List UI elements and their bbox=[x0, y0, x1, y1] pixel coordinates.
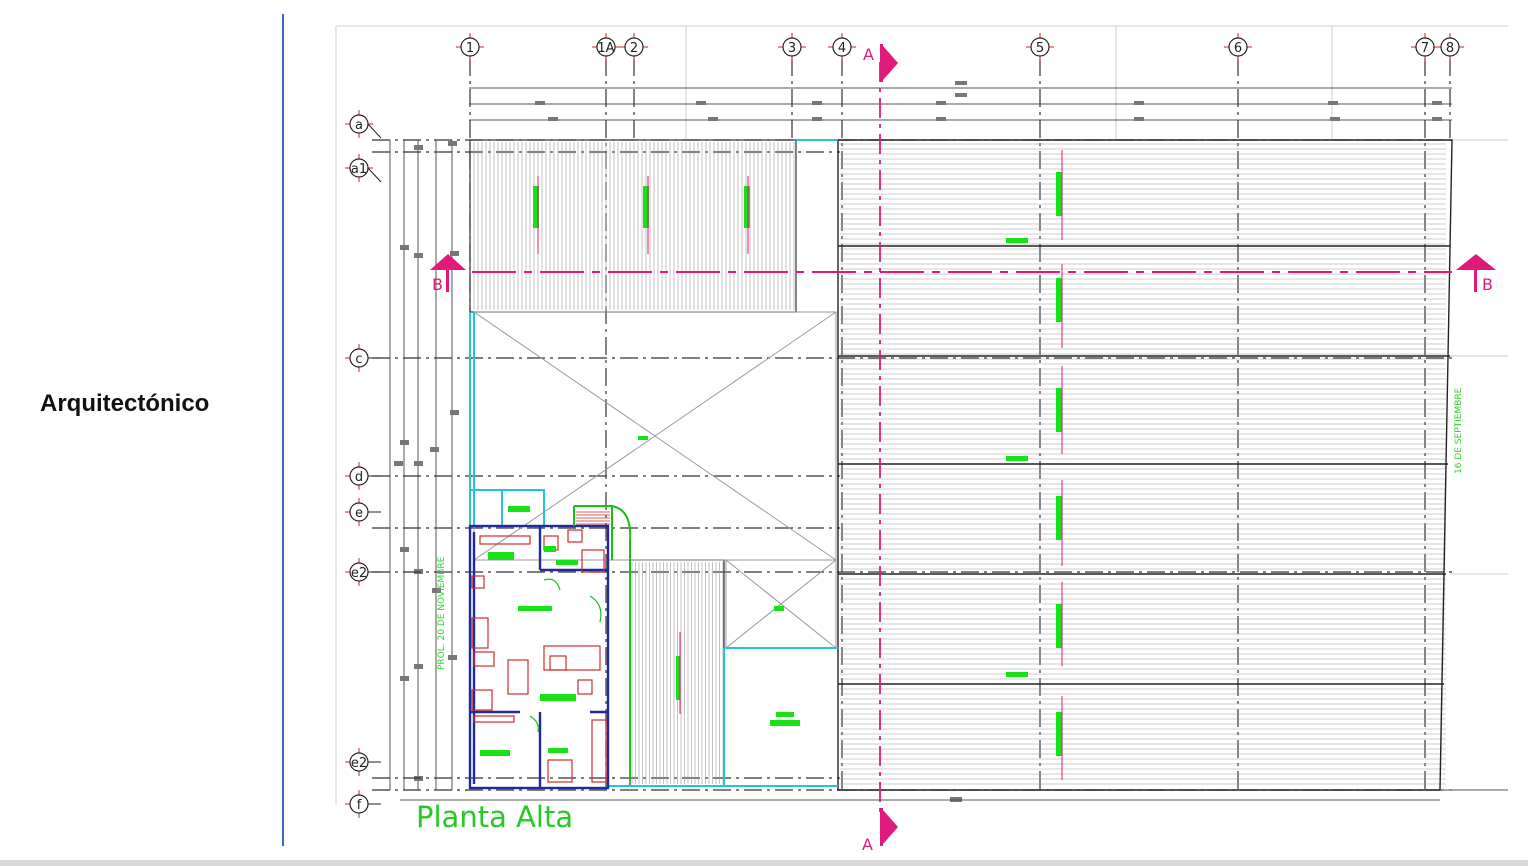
row-axis-label: d bbox=[355, 470, 363, 485]
drawing-frame bbox=[335, 25, 1508, 805]
column-axis-label: 7 bbox=[1421, 41, 1429, 56]
row-axis-e2: e2 bbox=[345, 558, 381, 586]
top-dimension-ticks bbox=[535, 81, 1442, 121]
column-axis-label: 3 bbox=[788, 41, 796, 56]
roof-panels-right bbox=[837, 139, 1453, 791]
column-axis-label: 2 bbox=[630, 41, 638, 56]
row-axis-d: d bbox=[345, 462, 381, 490]
row-axis-bubbles: a a1 c d e e2 e2 f bbox=[345, 110, 382, 818]
row-axis-label: e bbox=[355, 506, 363, 521]
void-diagonals bbox=[473, 311, 837, 649]
street-label-left: PROL. 20 DE NOVIEMBRE bbox=[437, 556, 447, 670]
ramp-hatch bbox=[631, 562, 724, 784]
row-axis-label: e2 bbox=[351, 756, 367, 771]
level-arrows bbox=[537, 150, 1063, 780]
row-axis-label: a1 bbox=[351, 162, 367, 177]
row-axis-f: f bbox=[345, 790, 381, 818]
street-label-right: 16 DE SEPTIEMBRE bbox=[1454, 387, 1464, 474]
bottom-band bbox=[0, 860, 1528, 866]
row-axis-a: a bbox=[345, 110, 382, 139]
door-swings bbox=[529, 578, 602, 733]
section-cut-a-bottom-label: A bbox=[862, 835, 873, 854]
column-axis-bubbles: 1 1A 2 3 4 5 6 7 8 bbox=[456, 33, 1464, 61]
column-axis-1A: 1A bbox=[592, 33, 620, 61]
section-cut-b-left-label: B bbox=[432, 275, 443, 294]
roof-hatch-right bbox=[840, 143, 1446, 785]
plan-title: Planta Alta bbox=[416, 800, 574, 834]
column-axis-5: 5 bbox=[1026, 33, 1054, 61]
floor-plan-drawing: A A B B 1 1A 2 3 4 5 6 7 8 a a1 c d e e2 e2 f PROL. 20 … bbox=[335, 25, 1508, 854]
stair bbox=[573, 505, 632, 780]
top-dimension-lines bbox=[469, 87, 1452, 121]
column-axis-2: 2 bbox=[620, 33, 648, 61]
row-axis-c: c bbox=[345, 344, 381, 372]
row-axis-e2: e2 bbox=[345, 748, 381, 776]
column-axis-label: 8 bbox=[1446, 41, 1454, 56]
column-axis-label: 4 bbox=[838, 41, 846, 56]
column-axis-1: 1 bbox=[456, 33, 484, 61]
column-axis-label: 5 bbox=[1036, 41, 1044, 56]
section-title: Arquitectónico bbox=[40, 390, 210, 417]
row-axis-label: e2 bbox=[351, 566, 367, 581]
column-axis-4: 4 bbox=[828, 33, 856, 61]
column-axis-3: 3 bbox=[778, 33, 806, 61]
column-axis-7: 7 bbox=[1411, 33, 1439, 61]
section-cut-b-left bbox=[430, 254, 466, 292]
stair-treads bbox=[576, 511, 610, 525]
row-axis-a1: a1 bbox=[345, 154, 382, 183]
green-markers bbox=[480, 172, 1062, 756]
cyan-walls bbox=[469, 139, 838, 787]
section-cut-b-right-label: B bbox=[1482, 275, 1493, 294]
section-cut-a-top bbox=[880, 44, 898, 82]
section-cut-a-top-label: A bbox=[863, 45, 874, 64]
bottom-dimension-line bbox=[400, 789, 1508, 801]
section-cut-b-right bbox=[1456, 254, 1496, 292]
office-furniture bbox=[471, 529, 607, 783]
office-walls bbox=[468, 524, 610, 790]
row-axis-label: f bbox=[357, 798, 362, 813]
section-cut-a-bottom bbox=[880, 808, 898, 846]
row-axis-label: c bbox=[355, 352, 362, 367]
column-axis-8: 8 bbox=[1436, 33, 1464, 61]
column-axis-label: 1 bbox=[466, 41, 474, 56]
row-axis-label: a bbox=[355, 118, 363, 133]
column-axis-label: 1A bbox=[597, 41, 614, 56]
slide-divider bbox=[282, 14, 284, 846]
row-axis-e: e bbox=[345, 498, 381, 526]
column-axis-6: 6 bbox=[1224, 33, 1252, 61]
column-axis-label: 6 bbox=[1234, 41, 1242, 56]
